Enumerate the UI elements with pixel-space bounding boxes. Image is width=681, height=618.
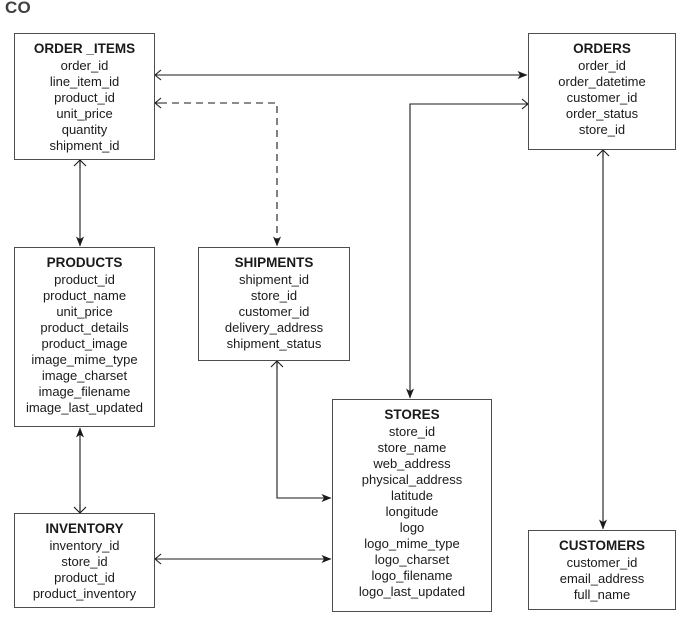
rel-order-items-shipments [154, 97, 281, 247]
entity-shipments[interactable]: SHIPMENTS shipment_id store_id customer_… [198, 247, 350, 361]
rel-order-items-orders [154, 69, 528, 81]
entity-attribute: store_id [61, 554, 108, 569]
entity-attribute: delivery_address [224, 320, 324, 335]
entity-attribute-list: shipment_id store_id customer_id deliver… [199, 272, 349, 352]
entity-customers[interactable]: CUSTOMERS customer_id email_address full… [528, 530, 676, 610]
entity-attribute: unit_price [56, 304, 113, 319]
entity-attribute-list: product_id product_name unit_price produ… [15, 272, 154, 416]
entity-attribute: logo_charset [374, 552, 450, 567]
entity-attribute: product_name [42, 288, 127, 303]
entity-attribute-list: customer_id email_address full_name [529, 555, 675, 603]
entity-attribute: product_inventory [32, 586, 137, 601]
rel-order-items-products [73, 159, 87, 247]
entity-attribute: product_details [40, 320, 129, 335]
entity-attribute: product_id [54, 570, 115, 585]
entity-attribute: order_id [60, 58, 109, 73]
entity-orders[interactable]: ORDERS order_id order_datetime customer_… [528, 33, 676, 150]
entity-attribute: order_datetime [558, 74, 646, 89]
entity-attribute: image_charset [41, 368, 128, 383]
entity-title: SHIPMENTS [234, 255, 314, 270]
entity-attribute: physical_address [361, 472, 463, 487]
entity-attribute: store_name [377, 440, 447, 455]
entity-inventory[interactable]: INVENTORY inventory_id store_id product_… [14, 513, 155, 608]
entity-attribute: product_image [41, 336, 128, 351]
entity-attribute: image_last_updated [25, 400, 144, 415]
entity-attribute-list: order_id line_item_id product_id unit_pr… [15, 58, 154, 154]
entity-attribute: store_id [250, 288, 298, 303]
entity-attribute: customer_id [566, 555, 638, 570]
entity-title: ORDER _ITEMS [33, 41, 136, 56]
diagram-title: CO [5, 0, 31, 17]
rel-orders-stores [406, 98, 529, 399]
entity-title: INVENTORY [45, 521, 124, 536]
entity-attribute: order_status [565, 106, 639, 121]
entity-attribute: store_id [578, 122, 626, 137]
rel-shipments-stores [270, 360, 332, 502]
entity-attribute: order_id [578, 58, 626, 73]
rel-orders-customers [596, 149, 610, 530]
entity-attribute: latitude [391, 488, 433, 503]
entity-attribute: logo_last_updated [358, 584, 466, 599]
entity-attribute: image_mime_type [31, 352, 138, 367]
entity-attribute: customer_id [566, 90, 638, 105]
rel-inventory-stores [154, 553, 332, 565]
entity-attribute: longitude [385, 504, 439, 519]
entity-attribute: logo_mime_type [364, 536, 460, 551]
entity-attribute: logo [399, 520, 425, 535]
entity-attribute: shipment_id [49, 138, 120, 153]
entity-attribute: logo_filename [371, 568, 453, 583]
entity-title: CUSTOMERS [558, 538, 645, 553]
entity-attribute: product_id [54, 272, 115, 287]
entity-attribute: product_id [54, 90, 115, 105]
entity-stores[interactable]: STORES store_id store_name web_address p… [332, 399, 492, 612]
entity-attribute-list: order_id order_datetime customer_id orde… [529, 58, 675, 138]
entity-attribute: email_address [559, 571, 645, 586]
entity-attribute: line_item_id [49, 74, 120, 89]
entity-attribute: shipment_id [238, 272, 310, 287]
entity-attribute-list: store_id store_name web_address physical… [333, 424, 491, 600]
entity-attribute: image_filename [38, 384, 131, 399]
entity-attribute-list: inventory_id store_id product_id product… [15, 538, 154, 602]
entity-title: STORES [384, 407, 440, 422]
entity-title: PRODUCTS [46, 255, 123, 270]
entity-title: ORDERS [573, 41, 631, 56]
rel-inventory-products [73, 427, 87, 514]
entity-attribute: shipment_status [226, 336, 322, 351]
entity-attribute: full_name [573, 587, 631, 602]
entity-attribute: unit_price [56, 106, 113, 121]
entity-attribute: quantity [61, 122, 108, 137]
entity-attribute: store_id [388, 424, 436, 439]
entity-order-items[interactable]: ORDER _ITEMS order_id line_item_id produ… [14, 33, 155, 160]
entity-products[interactable]: PRODUCTS product_id product_name unit_pr… [14, 247, 155, 427]
entity-attribute: web_address [373, 456, 451, 471]
entity-attribute: customer_id [238, 304, 310, 319]
entity-attribute: inventory_id [49, 538, 120, 553]
